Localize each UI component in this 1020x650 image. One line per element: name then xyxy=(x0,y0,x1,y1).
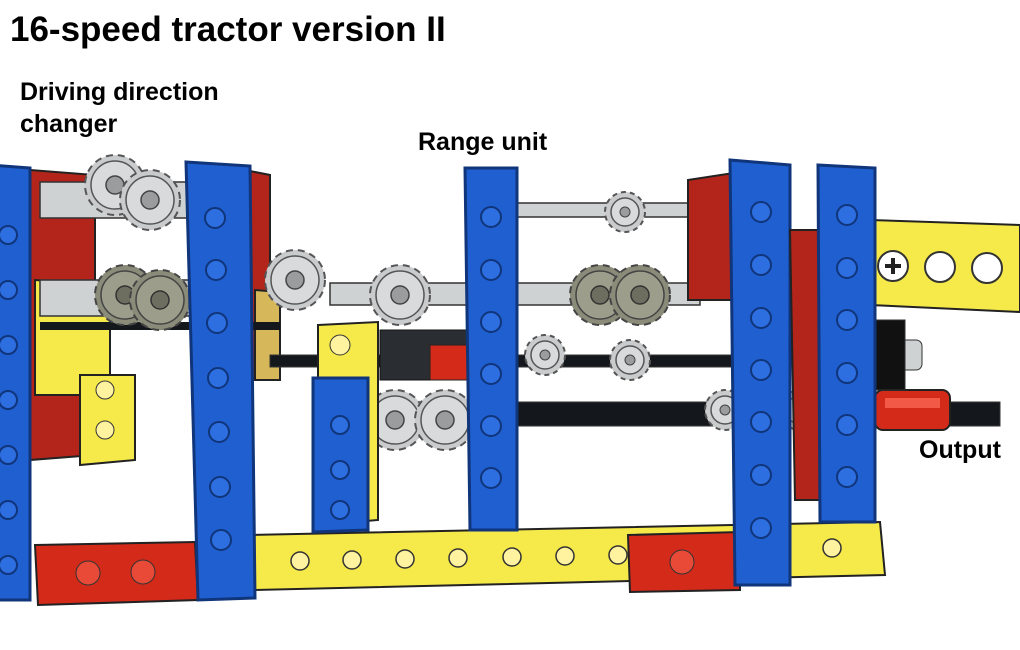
gears xyxy=(84,154,821,451)
blue-beams xyxy=(0,158,877,602)
output-yellow-beam xyxy=(869,218,1020,314)
output-label: Output xyxy=(919,436,1001,464)
output-coupler xyxy=(874,319,951,431)
range-unit-label: Range unit xyxy=(418,128,548,156)
middle-support xyxy=(311,320,379,534)
red-base-plates xyxy=(33,530,741,607)
driving-direction-changer-label: Driving direction changer xyxy=(20,78,219,138)
diagram-title: 16-speed tractor version II xyxy=(10,10,446,49)
